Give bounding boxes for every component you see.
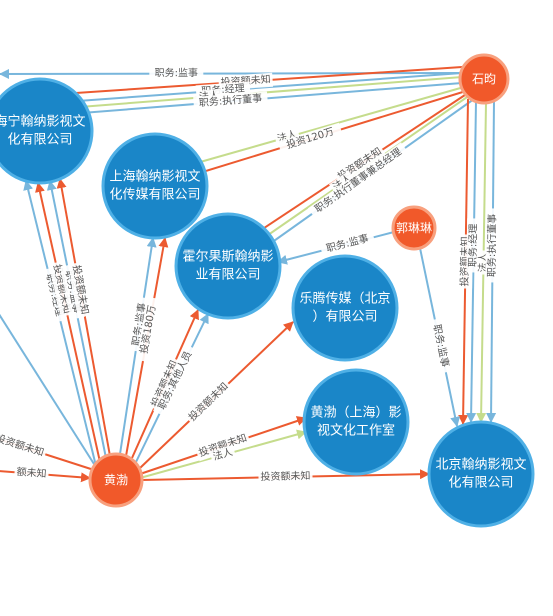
edge-shiyun-to-shanghai: [178, 86, 465, 171]
edge-label-background: [0, 431, 48, 461]
edge-huangbo-to-haining: [46, 180, 107, 459]
node-label-line: ）有限公司: [312, 310, 377, 325]
edge-label-group: 职务:监事: [319, 230, 376, 258]
edge-label-background: [195, 430, 251, 462]
edge-labels-layer: 职务:监事投资额未知职务:经理法人职务:执行董事法人投资120万投资额未知法人职…: [0, 66, 500, 485]
edge-label: 职务:经理: [466, 224, 480, 268]
edge-label-background: [184, 378, 234, 427]
edge-label: 职务:监事: [155, 66, 198, 79]
person-node-huangbo[interactable]: 黄渤: [88, 452, 144, 508]
edge-label-group: 投资额未知: [0, 431, 48, 461]
node-label-line: 乐腾传媒（北京: [299, 291, 390, 307]
edge-label-background: [68, 261, 92, 318]
company-circle[interactable]: [427, 420, 535, 528]
edge-huangbo-to-haining: [23, 180, 97, 467]
edge-label-background: [14, 465, 49, 482]
company-node-leteng[interactable]: 乐腾传媒（北京 ）有限公司: [291, 254, 399, 362]
node-label-line: 上海翰纳影视文: [109, 170, 200, 185]
edge-label-background: [209, 445, 237, 465]
edge-label-background: [193, 91, 269, 112]
edge-label: 额未知: [16, 465, 47, 480]
node-label-line: 化有限公司: [448, 476, 513, 491]
edge-label-background: [485, 208, 500, 283]
person-circle[interactable]: [391, 205, 437, 251]
edge-label: 职务:执行董事兼总经理: [312, 145, 404, 215]
edge-huangbo-to-haining: [35, 182, 101, 463]
edge-label: 投资额未知: [260, 469, 310, 483]
node-label-line: 化有限公司: [7, 133, 72, 148]
node-label-line: 化传媒有限公司: [109, 188, 200, 203]
edge-label-group: 投资额未知: [184, 378, 234, 427]
company-circle[interactable]: [174, 212, 282, 320]
edge-label-background: [277, 122, 343, 155]
edge-label: 投资额未知: [186, 380, 231, 424]
edge-label-group: 职务:执行董事: [485, 208, 500, 283]
edge-label-background: [153, 344, 199, 417]
edge-label-background: [428, 318, 453, 374]
person-node-shiyun[interactable]: 石昀: [458, 53, 510, 105]
node-label-line: 业有限公司: [195, 268, 260, 283]
edge-shiyun-to-haining: [49, 72, 463, 108]
edge-shiyun-to-offscreen_left: [0, 68, 465, 79]
edge-label: 投资120万: [285, 124, 336, 151]
node-label-line: 郭琳琳: [396, 221, 432, 235]
person-node-guolinlin[interactable]: 郭琳琳: [391, 205, 437, 251]
node-label-line: 海宁翰纳影视文: [0, 114, 86, 130]
person-circle[interactable]: [458, 53, 510, 105]
edge-label-background: [307, 142, 410, 220]
edge-label-background: [258, 469, 313, 485]
edge-label-background: [136, 296, 162, 363]
node-label-line: 黄渤: [104, 473, 128, 487]
company-circle[interactable]: [302, 368, 410, 476]
node-label-line: 黄渤（上海）影: [310, 405, 401, 421]
edge-label-background: [149, 66, 204, 81]
company-circle[interactable]: [0, 77, 94, 185]
edge-label-group: 职务:执行董事: [193, 91, 269, 112]
node-label-line: 霍尔果斯翰纳影: [182, 250, 273, 265]
node-label-line: 北京翰纳影视文: [435, 458, 526, 473]
node-label-line: 石昀: [472, 72, 496, 86]
edge-label-group: 额未知: [14, 465, 49, 482]
edge-label-group: 职务:执行董事兼总经理: [307, 142, 410, 220]
nodes-layer: 石昀郭琳琳黄渤海宁翰纳影视文化有限公司上海翰纳影视文化传媒有限公司霍尔果斯翰纳影…: [0, 53, 535, 528]
edge-label-group: 投资额未知: [258, 469, 313, 485]
company-circle[interactable]: [101, 132, 209, 240]
edge-label-background: [319, 230, 376, 258]
edge-label-group: 投资120万: [277, 122, 343, 155]
edge-label-group: 法人: [209, 445, 237, 465]
company-circle[interactable]: [291, 254, 399, 362]
edge-label-group: 职务:监事: [428, 318, 453, 374]
person-circle[interactable]: [88, 452, 144, 508]
edge-huangbo-to-offscreen_left: [0, 313, 95, 465]
node-label-line: 视文化工作室: [317, 423, 395, 439]
edge-label-group: 职务:监事: [149, 66, 204, 81]
edge-label: 职务:执行董事: [485, 214, 499, 277]
edge-huangbo-to-haining: [56, 178, 111, 457]
